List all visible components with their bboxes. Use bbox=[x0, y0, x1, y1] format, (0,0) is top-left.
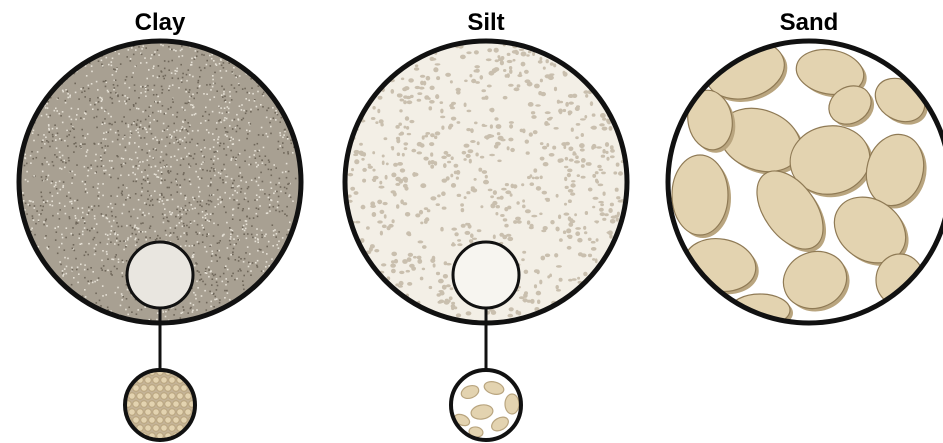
silt-title: Silt bbox=[467, 9, 504, 36]
clay-title: Clay bbox=[135, 9, 186, 36]
clay-zoom-circle bbox=[127, 242, 193, 308]
silt-zoom-circle bbox=[453, 242, 519, 308]
clay-sample bbox=[19, 41, 301, 440]
silt-sample bbox=[344, 41, 627, 440]
sand-sample bbox=[668, 33, 943, 329]
sand-title: Sand bbox=[780, 9, 839, 36]
